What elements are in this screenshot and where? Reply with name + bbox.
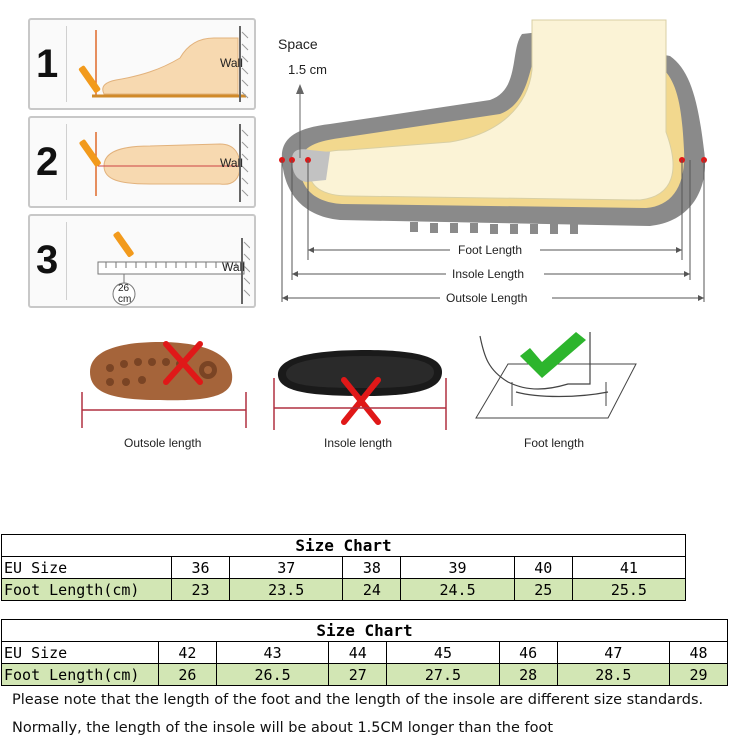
foot-length-caption: Foot length: [524, 436, 585, 450]
length-cell: 27: [328, 663, 388, 686]
wrong-cross-icon: [341, 377, 381, 425]
space-value: 1.5 cm: [288, 62, 328, 77]
length-cell: 28.5: [556, 663, 671, 686]
size-cell: 46: [498, 641, 558, 664]
divider: [66, 222, 67, 300]
length-cell: 25: [513, 578, 573, 601]
step-2-panel: 2 Wall: [28, 116, 256, 208]
outsole-illustration: [81, 341, 247, 428]
length-cell: 26.5: [215, 663, 330, 686]
wall-label: Wall: [220, 56, 243, 70]
foot-length-row: Foot Length(cm) 23 23.5 24 24.5 25 25.5: [1, 578, 687, 601]
size-cell: 42: [158, 641, 217, 664]
table-title: Size Chart: [1, 619, 728, 642]
outsole-length-label: Outsole Length: [446, 291, 528, 305]
foot-side-view-illustration: [78, 26, 249, 102]
correct-check-icon: [520, 332, 586, 378]
divider: [66, 124, 67, 200]
eu-size-row: EU Size 36 37 38 39 40 41: [1, 556, 687, 579]
note-line-1: Please note that the length of the foot …: [12, 692, 704, 708]
note-line-2: Normally, the length of the insole will …: [12, 720, 554, 736]
size-cell: 45: [386, 641, 500, 664]
size-cell: 36: [170, 556, 231, 579]
length-cell: 23: [170, 578, 231, 601]
size-cell: 43: [215, 641, 330, 664]
length-cell: 29: [669, 663, 728, 686]
eu-size-row: EU Size 42 43 44 45 46 47 48: [1, 641, 728, 664]
length-cell: 23.5: [229, 578, 344, 601]
foot-length-row: Foot Length(cm) 26 26.5 27 27.5 28 28.5 …: [1, 663, 728, 686]
row-label: EU Size: [1, 556, 172, 579]
length-cell: 24: [342, 578, 402, 601]
pencil-icon: [78, 65, 101, 93]
pencil-icon: [113, 231, 134, 257]
pencil-icon: [79, 139, 101, 167]
foot-length-label: Foot Length: [458, 243, 523, 257]
wall-label: Wall: [222, 260, 245, 274]
size-cell: 38: [342, 556, 402, 579]
size-cell: 47: [556, 641, 671, 664]
size-cell: 37: [229, 556, 344, 579]
divider: [66, 26, 67, 102]
ruler-reading: 26: [118, 283, 130, 294]
length-cell: 26: [158, 663, 217, 686]
size-chart-table-1: Size Chart EU Size 36 37 38 39 40 41 Foo…: [1, 534, 687, 601]
row-label: EU Size: [1, 641, 159, 664]
table-title: Size Chart: [1, 534, 686, 557]
wrong-cross-icon: [163, 341, 203, 385]
ruler-unit: cm: [118, 294, 132, 305]
space-label: Space: [278, 36, 318, 52]
step-number: 3: [36, 238, 59, 282]
step-number: 2: [36, 140, 59, 184]
insole-length-label: Insole Length: [452, 267, 525, 281]
size-chart-table-2: Size Chart EU Size 42 43 44 45 46 47 48 …: [1, 619, 728, 686]
size-cell: 48: [669, 641, 728, 664]
shoe-cross-section-diagram: [279, 19, 707, 302]
length-cell: 25.5: [571, 578, 687, 601]
foot-top-view-illustration: [79, 124, 249, 202]
row-label: Foot Length(cm): [1, 578, 172, 601]
step-1-panel: 1 Wall: [28, 18, 256, 110]
row-label: Foot Length(cm): [1, 663, 159, 686]
outsole-length-caption: Outsole length: [124, 436, 202, 450]
insole-length-caption: Insole length: [324, 436, 393, 450]
length-cell: 24.5: [400, 578, 515, 601]
foot-measure-illustration: [475, 332, 637, 419]
size-cell: 41: [571, 556, 687, 579]
length-cell: 27.5: [386, 663, 500, 686]
step-3-panel: 3 26 cm Wall: [28, 214, 256, 308]
size-cell: 40: [513, 556, 573, 579]
size-cell: 39: [400, 556, 515, 579]
insole-illustration: [273, 350, 447, 430]
ruler-illustration: [97, 231, 250, 306]
length-cell: 28: [498, 663, 558, 686]
step-number: 1: [36, 42, 59, 86]
size-cell: 44: [328, 641, 388, 664]
wall-label: Wall: [220, 156, 243, 170]
